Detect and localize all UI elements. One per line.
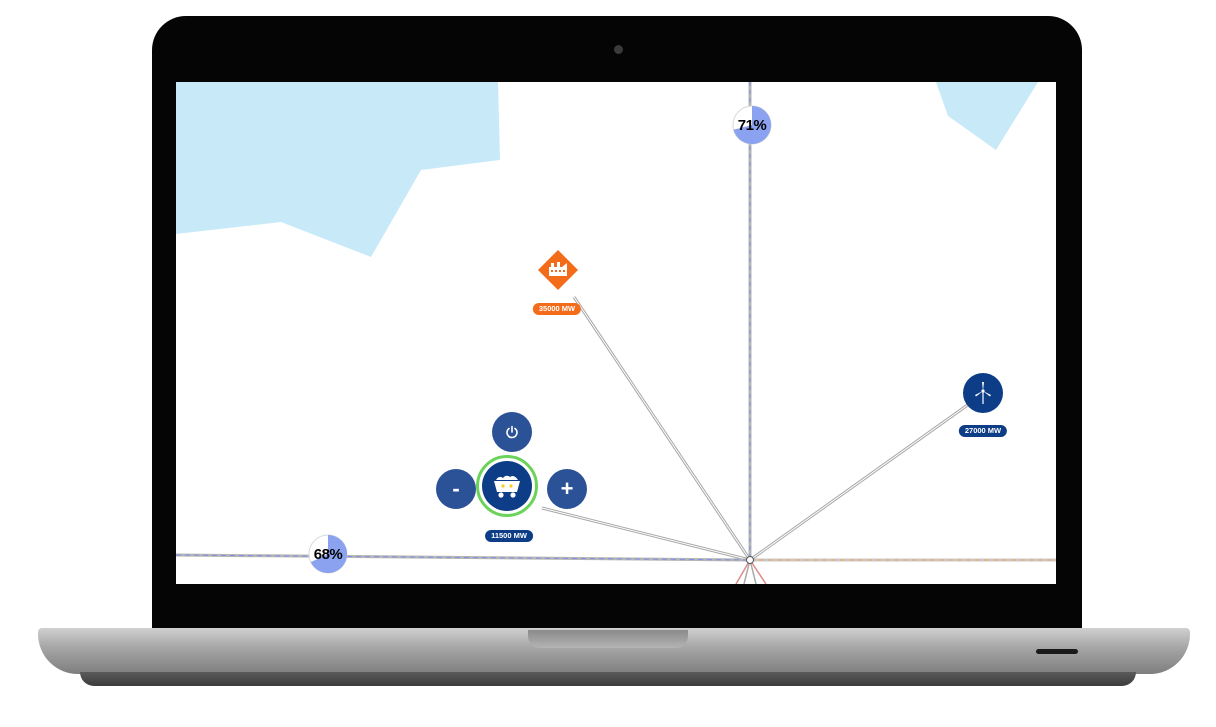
decrease-output-button[interactable]: - [436,469,476,509]
coal-generator-inner [482,461,532,511]
coal-generator[interactable] [476,455,538,517]
factory-icon [538,250,578,290]
coal-capacity-badge: 11500 MW [485,530,533,542]
transmission-lines [176,82,1056,584]
webcam [614,45,623,54]
wind-turbine-icon [975,382,991,404]
plus-icon: + [560,476,574,501]
gauge-percentage: 68% [313,545,343,563]
laptop-notch [528,630,688,648]
factory-generator[interactable] [538,250,578,290]
load-gauge-left[interactable]: 68% [308,534,348,574]
gauge-ring [308,534,348,574]
water-area-left [176,82,500,257]
load-gauge-top[interactable]: 71% [732,105,772,145]
factory-capacity-badge: 35000 MW [532,303,582,315]
wind-generator[interactable] [964,374,1002,412]
minus-icon: - [452,476,460,501]
gauge-percentage: 71% [737,116,767,134]
wind-capacity-badge: 27000 MW [958,425,1008,437]
laptop-status-light [1036,649,1078,654]
gauge-ring [732,105,772,145]
increase-output-button[interactable]: + [547,469,587,509]
game-screen: 71% 68% 35000 MW [176,82,1056,584]
power-toggle-button[interactable] [492,412,532,452]
laptop-foot [80,672,1136,686]
power-grid-map [176,82,1056,584]
power-icon [506,425,518,439]
coal-cart-icon [494,475,520,498]
water-area-right [936,82,1038,150]
